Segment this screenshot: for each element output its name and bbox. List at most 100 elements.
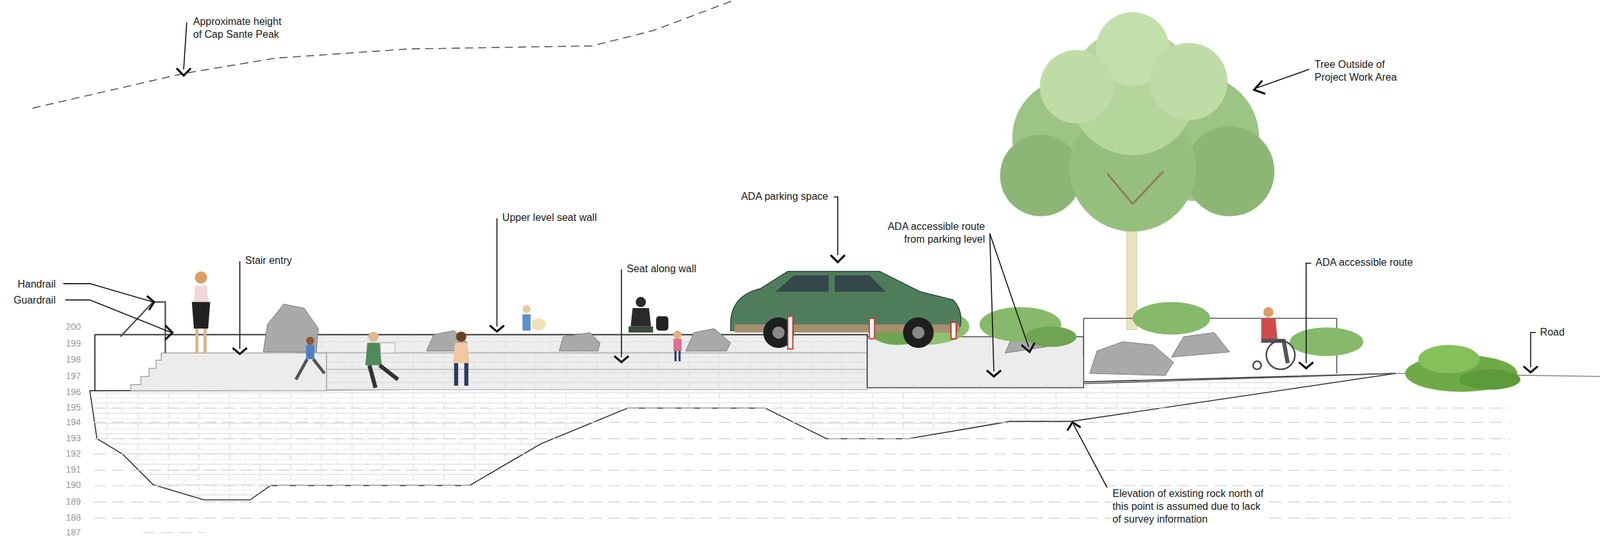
drawing-part	[94, 421, 1511, 423]
drawing-part	[197, 328, 206, 353]
drawing-part	[522, 314, 531, 331]
drawing-part	[990, 233, 994, 372]
drawing-part	[1184, 126, 1275, 217]
drawing-part	[1299, 362, 1314, 369]
drawing-part	[628, 326, 653, 333]
elevation-label: 191	[56, 464, 82, 475]
drawing-part	[990, 233, 1030, 347]
callout-label: Tree Outside of Project Work Area	[1313, 58, 1411, 84]
drawing-part	[326, 352, 868, 369]
drawing-part	[456, 331, 467, 342]
elevation-label: 187	[56, 526, 82, 537]
drawing-part	[94, 517, 1511, 519]
elevation-label: 190	[56, 479, 82, 490]
drawing-part	[305, 344, 315, 359]
drawing-part	[787, 316, 793, 349]
callout-label: Stair entry	[243, 254, 294, 267]
drawing-part	[1261, 318, 1279, 341]
drawing-part	[1000, 134, 1083, 216]
drawing-part	[673, 338, 682, 351]
drawing-part	[232, 347, 248, 354]
drawing-part	[263, 304, 319, 352]
drawing-part	[903, 316, 934, 348]
drawing-part	[1306, 263, 1312, 363]
drawing-part	[833, 196, 838, 255]
drawing-part	[620, 269, 623, 358]
drawing-part	[1000, 12, 1275, 329]
callout-label: Upper level seat wall	[501, 211, 599, 224]
callout-label: Seat along wall	[625, 262, 698, 276]
callout-label: Approximate height of Cap Sante Peak	[192, 15, 289, 41]
drawing-part	[1261, 340, 1288, 363]
drawing-part	[1289, 327, 1364, 356]
drawing-part	[872, 302, 1520, 392]
drawing-part	[368, 331, 379, 342]
drawing-part	[635, 296, 646, 308]
drawing-part	[1254, 80, 1266, 95]
drawing-part	[63, 22, 1538, 488]
drawing-part	[192, 271, 1296, 388]
drawing-part	[834, 275, 886, 292]
drawing-part	[951, 321, 957, 338]
elevation-label: 193	[56, 432, 82, 443]
drawing-part	[630, 307, 651, 327]
drawing-part	[1418, 344, 1480, 374]
drawing-part	[89, 373, 1396, 500]
drawing-part	[685, 328, 731, 351]
drawing-part	[675, 350, 680, 361]
drawing-part	[94, 407, 1511, 532]
elevation-label: 189	[56, 496, 82, 507]
drawing-part	[193, 285, 208, 302]
drawing-part	[1459, 369, 1521, 390]
drawing-part	[1083, 373, 1396, 384]
drawing-part	[614, 355, 629, 363]
drawing-part	[380, 342, 395, 353]
drawing-part	[673, 330, 682, 339]
drawing-part	[183, 22, 187, 70]
drawing-part	[326, 369, 868, 390]
drawing-part	[165, 325, 173, 340]
drawing-part	[656, 316, 669, 331]
callout-label: Guardrail	[12, 293, 57, 307]
drawing-part	[94, 469, 1511, 471]
drawing-part	[94, 437, 1511, 439]
drawing-part	[1256, 69, 1309, 88]
drawing-part	[453, 342, 470, 363]
drawing-part	[456, 362, 467, 386]
drawing-part	[775, 275, 829, 292]
drawing-part	[1067, 422, 1081, 431]
drawing-part	[94, 334, 868, 392]
drawing-part	[830, 254, 845, 262]
elevation-label: 194	[56, 416, 82, 427]
drawing-part	[369, 364, 399, 388]
drawing-part	[1107, 171, 1164, 205]
elevation-label: 195	[56, 401, 82, 413]
elevation-label: 197	[56, 370, 82, 381]
drawing-part	[1266, 340, 1296, 370]
callout-label: ADA accessible route from parking level	[881, 220, 987, 246]
drawing-part	[94, 485, 1511, 486]
drawing-part	[130, 352, 327, 391]
drawing-part	[63, 283, 153, 303]
callout-label: Handrail	[16, 277, 58, 291]
drawing-part	[1040, 49, 1114, 124]
drawing-part	[531, 318, 546, 331]
drawing-part	[869, 318, 875, 339]
drawing-part	[522, 304, 531, 313]
note-label: Elevation of existing rock north of this…	[1111, 487, 1267, 526]
drawing-part	[94, 453, 1511, 454]
drawing-part	[1089, 341, 1174, 376]
drawing-part	[1021, 342, 1035, 352]
drawing-part	[192, 302, 211, 329]
drawing-part	[489, 325, 504, 332]
drawing-part	[94, 501, 1511, 502]
drawing-part	[496, 218, 498, 327]
drawing-part	[1530, 332, 1536, 367]
drawing-part	[32, 0, 735, 109]
drawing-part	[1253, 360, 1262, 370]
drawing-part	[147, 295, 155, 310]
drawing-part	[1171, 332, 1230, 357]
drawing-part	[195, 271, 208, 284]
